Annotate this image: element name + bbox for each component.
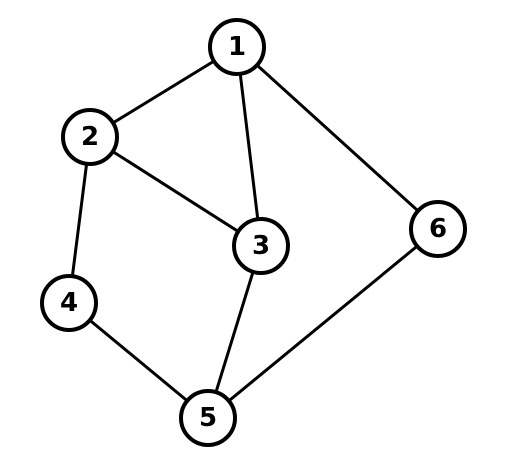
edge-2-3 — [88, 135, 263, 248]
node-3-circle — [232, 217, 290, 275]
node-6-label: 6 — [429, 214, 447, 244]
node-1-label: 1 — [228, 32, 246, 62]
node-6: 6 — [409, 200, 467, 258]
edge-5-6 — [206, 227, 440, 420]
node-1-circle — [208, 18, 266, 76]
edge-3-5 — [206, 244, 263, 420]
edges-layer — [67, 45, 440, 420]
node-5-label: 5 — [199, 403, 217, 433]
node-2: 2 — [61, 108, 119, 166]
node-4: 4 — [40, 274, 98, 332]
edge-1-3 — [235, 45, 263, 248]
node-6-circle — [409, 200, 467, 258]
node-2-label: 2 — [81, 122, 99, 152]
node-4-circle — [40, 274, 98, 332]
node-3: 3 — [232, 217, 290, 275]
edge-1-6 — [235, 45, 440, 231]
node-2-circle — [61, 108, 119, 166]
node-4-label: 4 — [60, 288, 78, 318]
nodes-layer: 1 2 3 4 5 6 — [40, 18, 467, 447]
node-5-circle — [179, 389, 237, 447]
node-1: 1 — [208, 18, 266, 76]
edge-4-5 — [67, 301, 210, 420]
node-5: 5 — [179, 389, 237, 447]
node-3-label: 3 — [252, 231, 270, 261]
